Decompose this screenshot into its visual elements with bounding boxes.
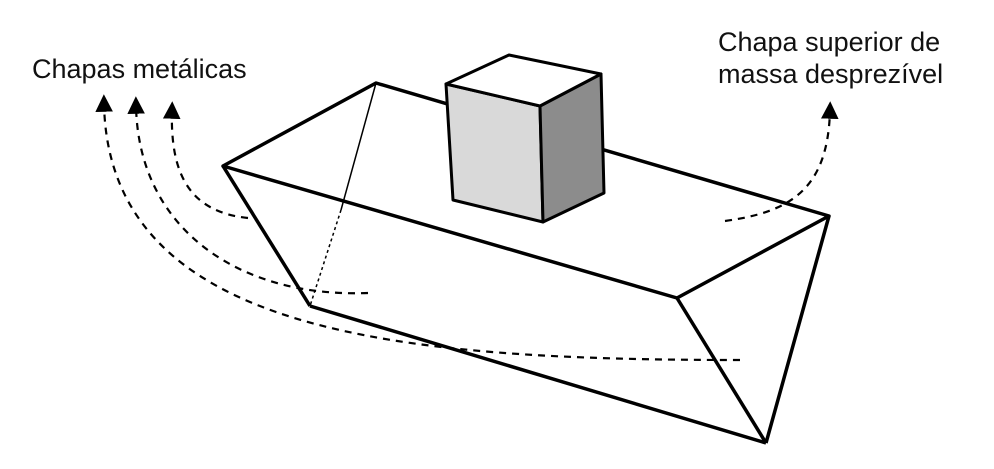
- label-top-plate-line1: Chapa superior de: [718, 27, 940, 57]
- hull-bottom-edge: [309, 304, 767, 445]
- hull-front-right-edge: [675, 297, 768, 444]
- arrow-top-plate: [724, 101, 839, 223]
- arrow-2: [127, 96, 369, 295]
- left-arrows: [95, 94, 741, 362]
- label-top-plate-line2: massa desprezível: [718, 59, 943, 89]
- arrow-1: [162, 101, 249, 220]
- label-metal-plates: Chapas metálicas: [32, 54, 247, 84]
- cube: [444, 53, 606, 224]
- hull-right-back-edge: [764, 215, 831, 444]
- hull-back-edge-visible: [340, 82, 377, 211]
- cube-top-face: [444, 53, 603, 108]
- hull-front-bottom-left-edge: [221, 165, 312, 307]
- arrow-3: [95, 94, 741, 362]
- hull: [221, 81, 831, 445]
